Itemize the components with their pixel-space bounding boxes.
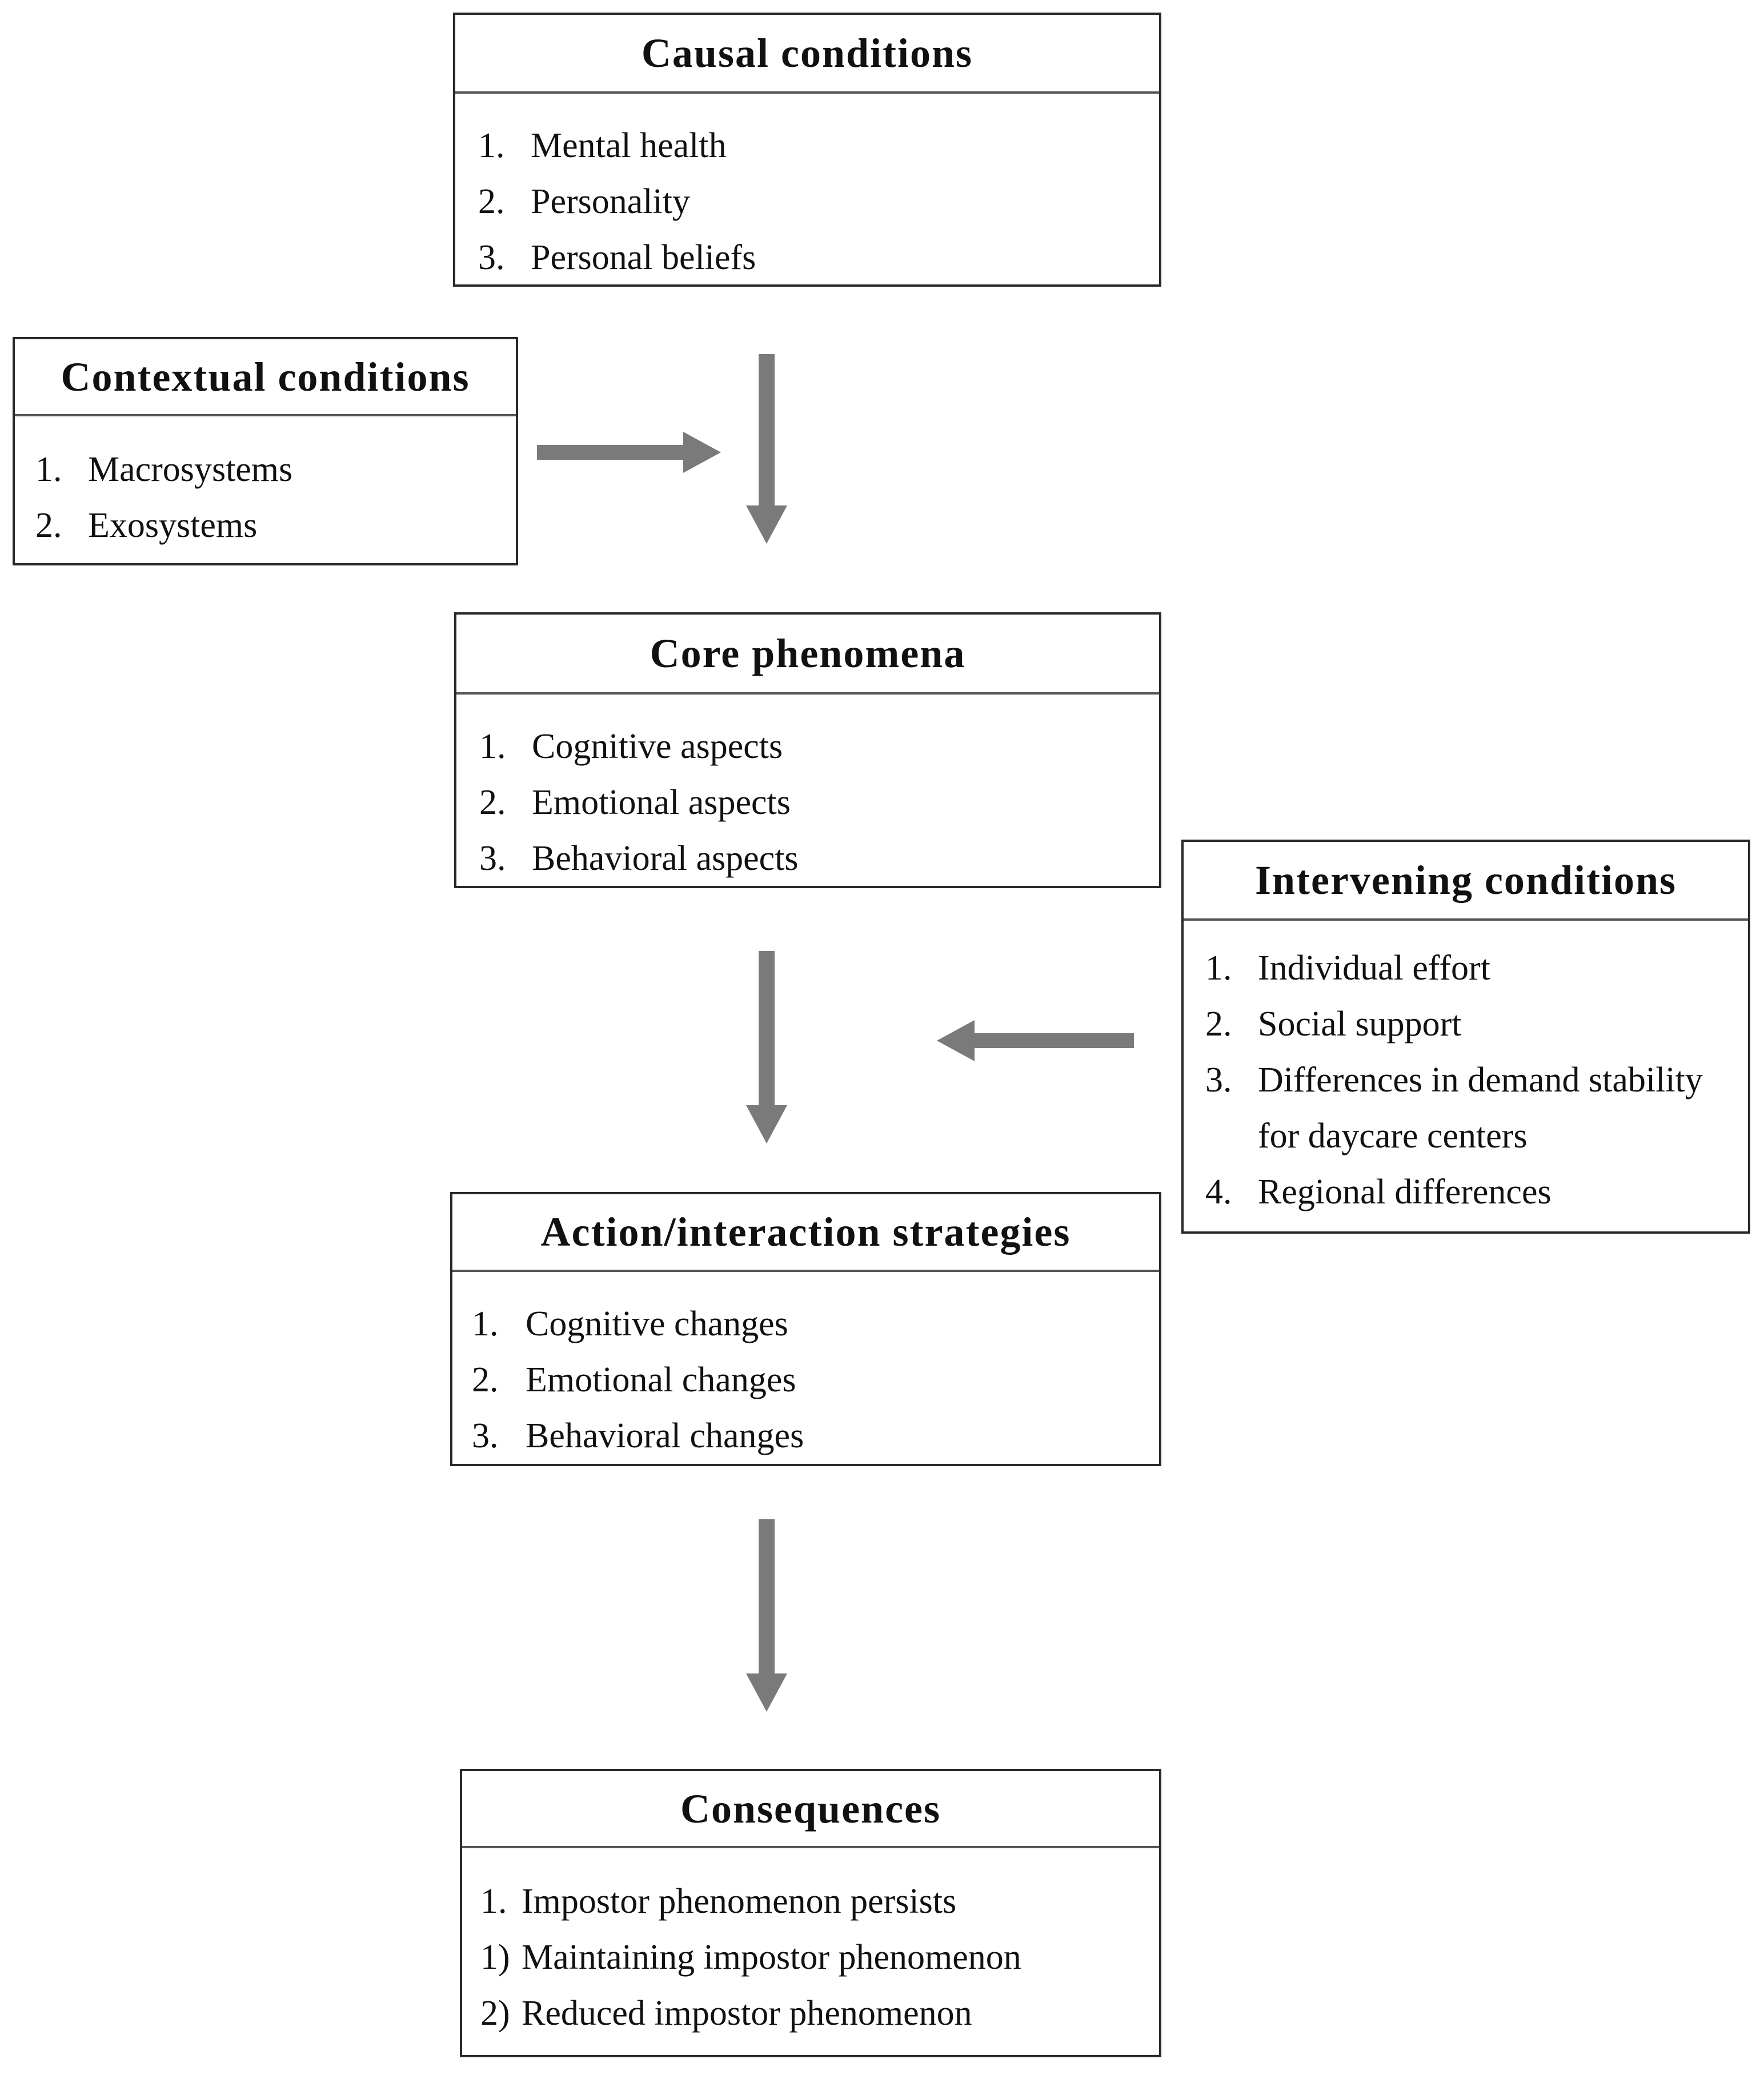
- item-number: 1.: [480, 1882, 507, 1921]
- item-text: Cognitive aspects: [532, 727, 783, 766]
- list-item: 4. Regional differences: [1205, 1164, 1748, 1220]
- contextual-conditions-list: 1. Macrosystems 2. Exosystems: [15, 416, 516, 553]
- causal-conditions-list: 1. Mental health 2. Personality 3. Perso…: [455, 94, 1159, 286]
- item-text: Personality: [531, 182, 690, 221]
- list-item: 2) Reduced impostor phenomenon: [480, 1985, 1159, 2041]
- item-text: Impostor phenomenon persists: [522, 1882, 957, 1921]
- list-item: 3. Behavioral changes: [472, 1408, 1159, 1464]
- item-number: 2.: [479, 783, 506, 822]
- list-item: 1. Mental health: [478, 118, 1159, 174]
- item-number: 1.: [479, 727, 506, 766]
- item-number: 1.: [35, 450, 62, 489]
- list-item: 3. Personal beliefs: [478, 230, 1159, 286]
- list-item: 2. Emotional aspects: [479, 774, 1159, 830]
- item-text: Mental health: [531, 126, 727, 165]
- intervening-conditions-list: 1. Individual effort 2. Social support 3…: [1184, 921, 1748, 1220]
- list-item: 2. Exosystems: [35, 497, 516, 553]
- list-item: 2. Emotional changes: [472, 1352, 1159, 1408]
- action-interaction-strategies-list: 1. Cognitive changes 2. Emotional change…: [452, 1272, 1159, 1464]
- core-phenomena-list: 1. Cognitive aspects 2. Emotional aspect…: [456, 695, 1159, 886]
- item-text: Maintaining impostor phenomenon: [522, 1938, 1021, 1977]
- arrow-intervening-to-action: [937, 1020, 1134, 1061]
- list-item: 1. Macrosystems: [35, 442, 516, 497]
- contextual-conditions-box: Contextual conditions 1. Macrosystems 2.…: [13, 337, 518, 565]
- item-text: Personal beliefs: [531, 238, 756, 277]
- list-item: 3. Differences in demand stability for d…: [1205, 1052, 1748, 1164]
- item-text: Behavioral aspects: [532, 839, 799, 878]
- item-number: 3.: [472, 1416, 499, 1455]
- intervening-conditions-title: Intervening conditions: [1184, 842, 1748, 921]
- item-number: 3.: [1205, 1061, 1232, 1099]
- item-number: 3.: [479, 839, 506, 878]
- list-item: 1. Impostor phenomenon persists: [480, 1873, 1159, 1929]
- arrow-core-to-action: [746, 951, 787, 1143]
- arrow-action-to-consequences: [746, 1519, 787, 1712]
- item-text: Social support: [1258, 1005, 1462, 1043]
- list-item: 1) Maintaining impostor phenomenon: [480, 1929, 1159, 1985]
- arrow-causal-to-core: [746, 354, 787, 544]
- item-text: Differences in demand stability for dayc…: [1258, 1061, 1703, 1155]
- item-number: 2): [480, 1994, 510, 2033]
- list-item: 2. Social support: [1205, 996, 1748, 1052]
- item-number: 3.: [478, 238, 505, 277]
- item-text: Emotional changes: [526, 1360, 796, 1399]
- list-item: 1. Individual effort: [1205, 940, 1748, 996]
- list-item: 1. Cognitive aspects: [479, 719, 1159, 774]
- item-number: 1.: [1205, 949, 1232, 988]
- item-text: Cognitive changes: [526, 1305, 788, 1343]
- item-text: Macrosystems: [88, 450, 293, 489]
- item-number: 2.: [35, 506, 62, 545]
- item-number: 2.: [478, 182, 505, 221]
- item-text: Behavioral changes: [526, 1416, 804, 1455]
- intervening-conditions-box: Intervening conditions 1. Individual eff…: [1181, 840, 1750, 1234]
- list-item: 1. Cognitive changes: [472, 1296, 1159, 1352]
- item-number: 4.: [1205, 1173, 1232, 1211]
- item-number: 2.: [472, 1360, 499, 1399]
- item-text: Individual effort: [1258, 949, 1490, 988]
- core-phenomena-title: Core phenomena: [456, 615, 1159, 695]
- item-number: 2.: [1205, 1005, 1232, 1043]
- list-item: 2. Personality: [478, 174, 1159, 230]
- action-interaction-strategies-box: Action/interaction strategies 1. Cogniti…: [450, 1192, 1161, 1466]
- consequences-box: Consequences 1. Impostor phenomenon pers…: [460, 1769, 1161, 2057]
- item-text: Emotional aspects: [532, 783, 791, 822]
- item-number: 1.: [478, 126, 505, 165]
- item-text: Exosystems: [88, 506, 258, 545]
- core-phenomena-box: Core phenomena 1. Cognitive aspects 2. E…: [454, 612, 1161, 888]
- action-interaction-strategies-title: Action/interaction strategies: [452, 1194, 1159, 1272]
- item-text: Regional differences: [1258, 1173, 1551, 1211]
- contextual-conditions-title: Contextual conditions: [15, 339, 516, 416]
- consequences-title: Consequences: [462, 1771, 1159, 1848]
- arrow-contextual-to-core: [537, 432, 721, 473]
- consequences-list: 1. Impostor phenomenon persists 1) Maint…: [462, 1848, 1159, 2041]
- item-text: Reduced impostor phenomenon: [522, 1994, 972, 2033]
- item-number: 1): [480, 1938, 510, 1977]
- causal-conditions-box: Causal conditions 1. Mental health 2. Pe…: [453, 13, 1161, 287]
- list-item: 3. Behavioral aspects: [479, 830, 1159, 886]
- item-number: 1.: [472, 1305, 499, 1343]
- causal-conditions-title: Causal conditions: [455, 15, 1159, 94]
